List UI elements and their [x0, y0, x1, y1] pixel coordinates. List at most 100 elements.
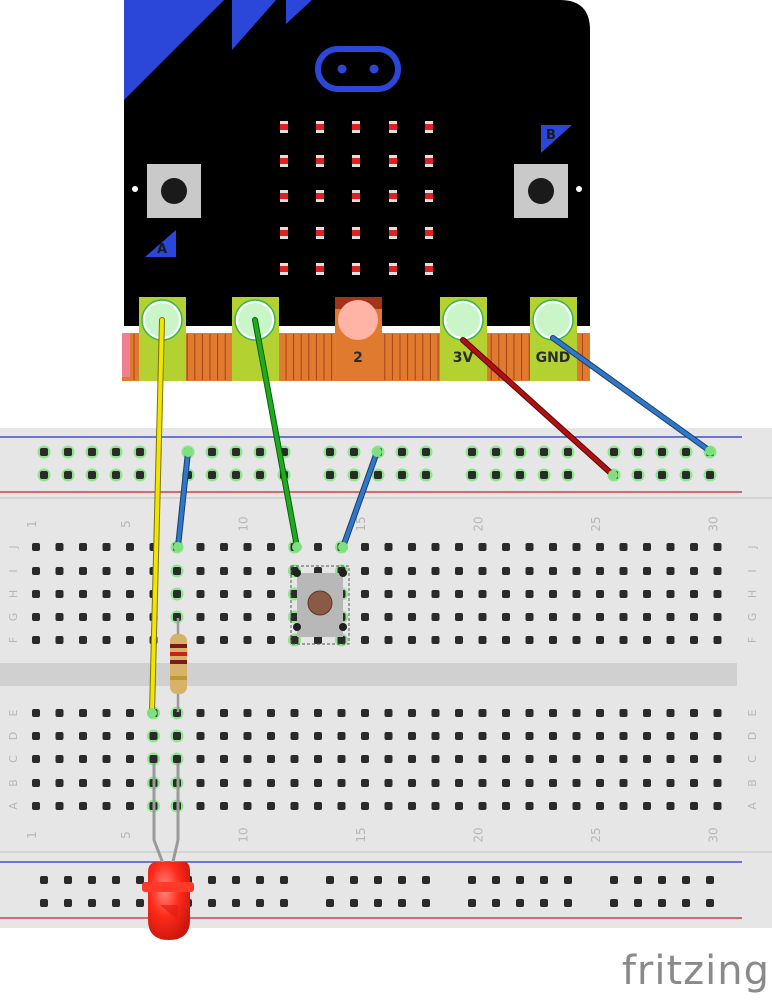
- rail-hole[interactable]: [232, 471, 240, 479]
- breadboard-hole[interactable]: [173, 732, 181, 740]
- breadboard-hole[interactable]: [431, 755, 440, 763]
- breadboard-hole[interactable]: [408, 636, 416, 644]
- rail-hole[interactable]: [64, 448, 72, 456]
- breadboard-hole[interactable]: [243, 636, 252, 644]
- breadboard-hole[interactable]: [572, 709, 581, 717]
- breadboard-hole[interactable]: [243, 590, 252, 598]
- breadboard-hole[interactable]: [267, 613, 275, 621]
- breadboard-hole[interactable]: [314, 755, 322, 763]
- rail-hole[interactable]: [564, 876, 572, 884]
- breadboard-hole[interactable]: [666, 802, 675, 810]
- breadboard-hole[interactable]: [619, 567, 628, 575]
- rail-hole[interactable]: [256, 448, 264, 456]
- breadboard-hole[interactable]: [619, 543, 628, 551]
- rail-hole[interactable]: [540, 876, 548, 884]
- rail-hole[interactable]: [374, 876, 382, 884]
- breadboard-hole[interactable]: [267, 732, 275, 740]
- breadboard-hole[interactable]: [549, 802, 557, 810]
- breadboard-hole[interactable]: [126, 779, 134, 787]
- breadboard-hole[interactable]: [525, 543, 534, 551]
- rail-hole[interactable]: [492, 899, 500, 907]
- breadboard-hole[interactable]: [79, 709, 87, 717]
- breadboard-hole[interactable]: [196, 709, 205, 717]
- breadboard-hole[interactable]: [32, 636, 40, 644]
- breadboard-hole[interactable]: [572, 613, 581, 621]
- breadboard-hole[interactable]: [55, 590, 64, 598]
- breadboard-hole[interactable]: [596, 802, 604, 810]
- rail-hole[interactable]: [136, 876, 144, 884]
- breadboard-hole[interactable]: [713, 779, 722, 787]
- breadboard-hole[interactable]: [384, 732, 393, 740]
- breadboard-hole[interactable]: [220, 543, 228, 551]
- breadboard-hole[interactable]: [55, 802, 64, 810]
- rail-hole[interactable]: [112, 448, 120, 456]
- wire-green[interactable]: [253, 318, 299, 549]
- breadboard-hole[interactable]: [267, 567, 275, 575]
- wire-red[interactable]: [461, 338, 615, 477]
- breadboard-hole[interactable]: [126, 636, 134, 644]
- breadboard-hole[interactable]: [196, 590, 205, 598]
- breadboard-hole[interactable]: [337, 709, 346, 717]
- rail-hole[interactable]: [136, 899, 144, 907]
- rail-hole[interactable]: [682, 876, 690, 884]
- rail-hole[interactable]: [374, 899, 382, 907]
- breadboard-hole[interactable]: [243, 779, 252, 787]
- wire-blue-button[interactable]: [341, 450, 379, 549]
- breadboard-hole[interactable]: [666, 709, 675, 717]
- rail-hole[interactable]: [398, 471, 406, 479]
- rail-hole[interactable]: [634, 471, 642, 479]
- breadboard-hole[interactable]: [408, 543, 416, 551]
- breadboard-hole[interactable]: [690, 636, 698, 644]
- breadboard-hole[interactable]: [408, 732, 416, 740]
- breadboard-hole[interactable]: [431, 732, 440, 740]
- breadboard-hole[interactable]: [619, 636, 628, 644]
- breadboard-hole[interactable]: [267, 755, 275, 763]
- breadboard-hole[interactable]: [243, 613, 252, 621]
- breadboard-hole[interactable]: [126, 590, 134, 598]
- breadboard-hole[interactable]: [572, 543, 581, 551]
- breadboard-hole[interactable]: [643, 755, 651, 763]
- breadboard-hole[interactable]: [478, 802, 487, 810]
- breadboard-hole[interactable]: [361, 779, 369, 787]
- breadboard-hole[interactable]: [619, 709, 628, 717]
- breadboard-hole[interactable]: [220, 590, 228, 598]
- rail-hole[interactable]: [682, 471, 690, 479]
- breadboard-hole[interactable]: [220, 802, 228, 810]
- breadboard-hole[interactable]: [102, 779, 111, 787]
- rail-hole[interactable]: [88, 899, 96, 907]
- breadboard-hole[interactable]: [431, 567, 440, 575]
- breadboard-hole[interactable]: [572, 802, 581, 810]
- breadboard-hole[interactable]: [384, 567, 393, 575]
- breadboard-hole[interactable]: [79, 732, 87, 740]
- breadboard-hole[interactable]: [79, 802, 87, 810]
- breadboard-hole[interactable]: [102, 802, 111, 810]
- breadboard-hole[interactable]: [243, 755, 252, 763]
- breadboard-hole[interactable]: [690, 755, 698, 763]
- breadboard-hole[interactable]: [196, 755, 205, 763]
- breadboard-hole[interactable]: [549, 590, 557, 598]
- rail-hole[interactable]: [88, 876, 96, 884]
- breadboard-hole[interactable]: [384, 802, 393, 810]
- breadboard-hole[interactable]: [102, 636, 111, 644]
- rail-hole[interactable]: [492, 471, 500, 479]
- breadboard-hole[interactable]: [32, 802, 40, 810]
- rail-hole[interactable]: [326, 448, 334, 456]
- breadboard-hole[interactable]: [643, 590, 651, 598]
- breadboard-hole[interactable]: [32, 779, 40, 787]
- breadboard-hole[interactable]: [455, 567, 463, 575]
- breadboard-hole[interactable]: [690, 613, 698, 621]
- breadboard-hole[interactable]: [55, 613, 64, 621]
- rail-hole[interactable]: [374, 471, 382, 479]
- breadboard-hole[interactable]: [431, 709, 440, 717]
- rail-hole[interactable]: [422, 899, 430, 907]
- wire-blue-resistor[interactable]: [176, 450, 190, 549]
- breadboard-hole[interactable]: [361, 567, 369, 575]
- breadboard-hole[interactable]: [126, 543, 134, 551]
- rail-hole[interactable]: [40, 876, 48, 884]
- breadboard-hole[interactable]: [361, 732, 369, 740]
- breadboard-hole[interactable]: [713, 802, 722, 810]
- breadboard-hole[interactable]: [666, 779, 675, 787]
- rail-hole[interactable]: [40, 471, 48, 479]
- breadboard-hole[interactable]: [55, 567, 64, 575]
- breadboard-hole[interactable]: [243, 802, 252, 810]
